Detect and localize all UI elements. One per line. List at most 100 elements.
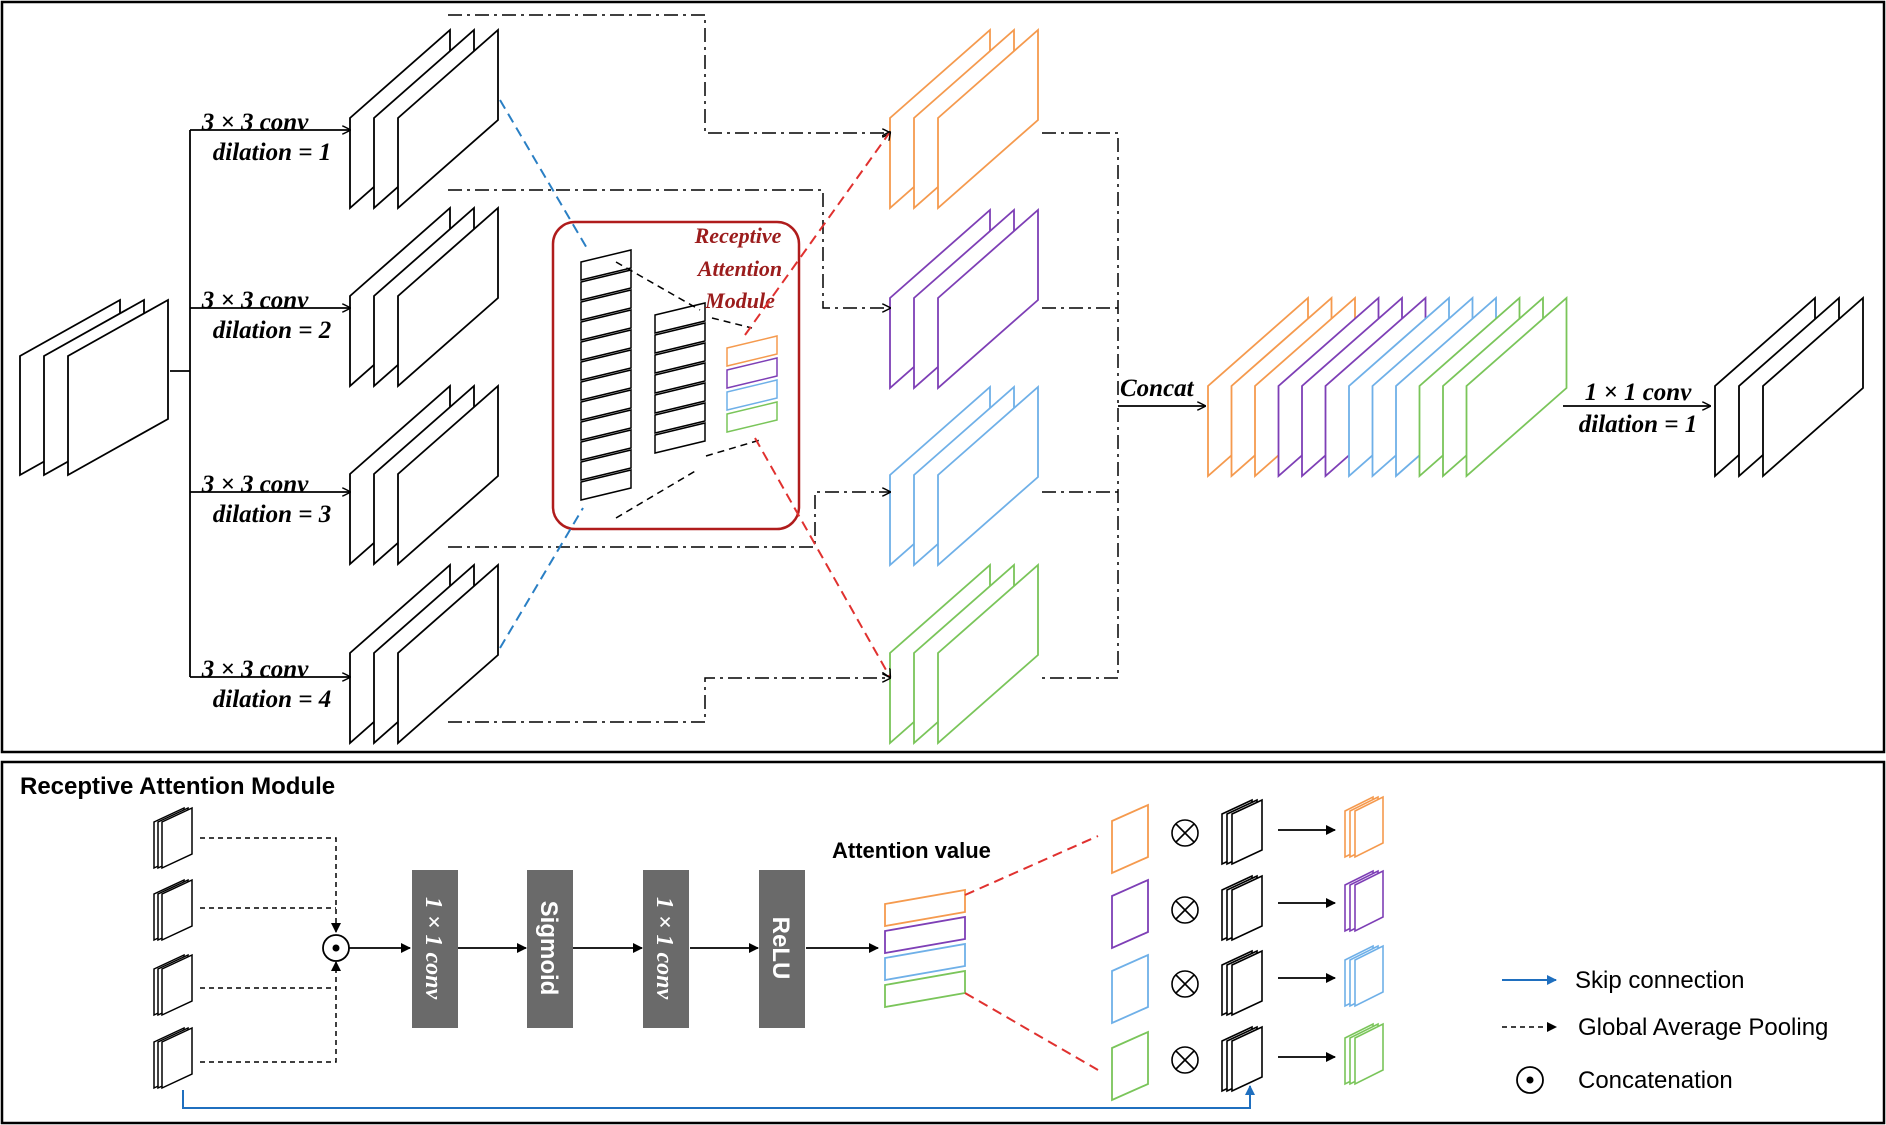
branch-1-conv-label: 3 × 3 conv	[201, 109, 309, 136]
otimes-icon	[1171, 819, 1199, 847]
branch-feature-map	[1231, 798, 1263, 866]
ram-attention-slice	[726, 357, 778, 389]
bottom-feature-stacks	[153, 795, 1384, 1102]
legend: Skip connection Global Average Pooling C…	[1502, 967, 1828, 1094]
attended-feature-map	[1354, 795, 1384, 859]
sigmoid-box: Sigmoid	[527, 870, 573, 1028]
ram-pooled-slice	[654, 302, 706, 334]
svg-text:Sigmoid: Sigmoid	[535, 901, 562, 996]
branch-splitter	[170, 130, 350, 677]
ram-gap-slice	[580, 369, 632, 401]
ram-pooled-slice	[654, 362, 706, 394]
concat-dot-icon	[322, 934, 350, 962]
branch-feature-map	[1231, 1025, 1263, 1093]
output-arrows	[1278, 825, 1336, 1062]
conv1x1-box-b: 1 × 1 conv	[643, 870, 689, 1028]
ram-panel-title: Receptive Attention Module	[20, 773, 335, 800]
branch-feature-small	[161, 878, 193, 942]
ram-internal-stacks	[580, 249, 778, 501]
conv1x1-box-a: 1 × 1 conv	[412, 870, 458, 1028]
branch-feature-small	[161, 1026, 193, 1090]
skip-connection-line	[182, 1085, 1255, 1109]
ram-gap-slice	[580, 249, 632, 281]
dilated-feature-map	[397, 28, 499, 210]
svg-text:ReLU: ReLU	[767, 917, 794, 980]
otimes-icon	[1171, 1046, 1199, 1074]
ram-gap-slice	[580, 429, 632, 461]
ram-pooled-slice	[654, 322, 706, 354]
red-dashed-lines	[744, 132, 890, 677]
branch-feature-map	[1231, 949, 1263, 1017]
branch-2-conv-label: 3 × 3 conv	[201, 287, 309, 314]
gap-dashed-lines	[200, 837, 341, 1063]
ram-gap-slice	[580, 449, 632, 481]
ram-attention-slice	[726, 335, 778, 367]
legend-gap-label: Global Average Pooling	[1578, 1014, 1828, 1041]
ram-attention-slice	[726, 379, 778, 411]
ram-gap-slice	[580, 349, 632, 381]
branch-4-conv-label: 3 × 3 conv	[201, 656, 309, 683]
weighted-feature-map	[937, 208, 1039, 390]
ram-pooled-slice	[654, 342, 706, 374]
ram-gap-slice	[580, 269, 632, 301]
svg-text:1 × 1 conv: 1 × 1 conv	[651, 897, 677, 1000]
ram-attention-slice	[726, 401, 778, 433]
branch-2-dilation-label: dilation = 2	[213, 317, 331, 344]
ram-black-dashes	[615, 261, 761, 519]
attention-value-slice	[884, 915, 966, 955]
ram-label-line2: Attention	[696, 256, 782, 281]
ram-gap-slice	[580, 289, 632, 321]
final-dilation-label: dilation = 1	[1579, 411, 1697, 438]
branch-3-conv-label: 3 × 3 conv	[201, 471, 309, 498]
branch-4-dilation-label: dilation = 4	[213, 686, 331, 713]
svg-text:1 × 1 conv: 1 × 1 conv	[420, 897, 446, 1000]
concat-feature-map	[1465, 296, 1568, 478]
dilated-feature-map	[397, 384, 499, 566]
attention-red-dashes	[964, 835, 1099, 1071]
dashdot-paths	[448, 14, 1119, 723]
otimes-icon	[1171, 970, 1199, 998]
dilated-feature-map	[397, 206, 499, 388]
weighted-feature-map	[937, 28, 1039, 210]
concat-dot-icon	[1516, 1066, 1544, 1094]
ram-gap-slice	[580, 469, 632, 501]
final-conv-label: 1 × 1 conv	[1585, 379, 1692, 406]
legend-concat-label: Concatenation	[1578, 1067, 1733, 1094]
attention-weight-map	[1111, 878, 1149, 950]
attention-weight-map	[1111, 1030, 1149, 1102]
ram-gap-slice	[580, 409, 632, 441]
branch-feature-small	[161, 806, 193, 870]
ram-label-line3: Module	[704, 288, 775, 313]
attention-value-slice	[884, 888, 966, 928]
attention-value-label: Attention value	[832, 838, 991, 863]
relu-box: ReLU	[759, 870, 805, 1028]
weighted-feature-map	[937, 563, 1039, 745]
legend-skip-label: Skip connection	[1575, 967, 1744, 994]
attended-feature-map	[1354, 1022, 1384, 1086]
ram-pooled-slice	[654, 402, 706, 434]
branch-feature-map	[1231, 874, 1263, 942]
attention-weight-map	[1111, 953, 1149, 1025]
ram-gap-slice	[580, 309, 632, 341]
ram-gap-slice	[580, 389, 632, 421]
ram-pooled-slice	[654, 422, 706, 454]
attention-value-slice	[884, 942, 966, 982]
output-feature-map	[1762, 296, 1864, 478]
dilated-feature-map	[397, 563, 499, 745]
ram-gap-slice	[580, 329, 632, 361]
branch-3-dilation-label: dilation = 3	[213, 501, 331, 528]
top-panel-border	[0, 0, 1886, 754]
weighted-feature-map	[937, 385, 1039, 567]
multiply-symbols	[1171, 819, 1199, 1074]
bottom-panel-border	[0, 760, 1886, 1125]
otimes-icon	[1171, 896, 1199, 924]
attended-feature-map	[1354, 869, 1384, 933]
attended-feature-map	[1354, 944, 1384, 1008]
blue-dashed-lines	[499, 99, 589, 649]
ram-pooled-slice	[654, 382, 706, 414]
concat-label: Concat	[1120, 375, 1195, 402]
attention-weight-map	[1111, 803, 1149, 875]
branch-1-dilation-label: dilation = 1	[213, 139, 331, 166]
input-feature-map	[67, 298, 169, 477]
